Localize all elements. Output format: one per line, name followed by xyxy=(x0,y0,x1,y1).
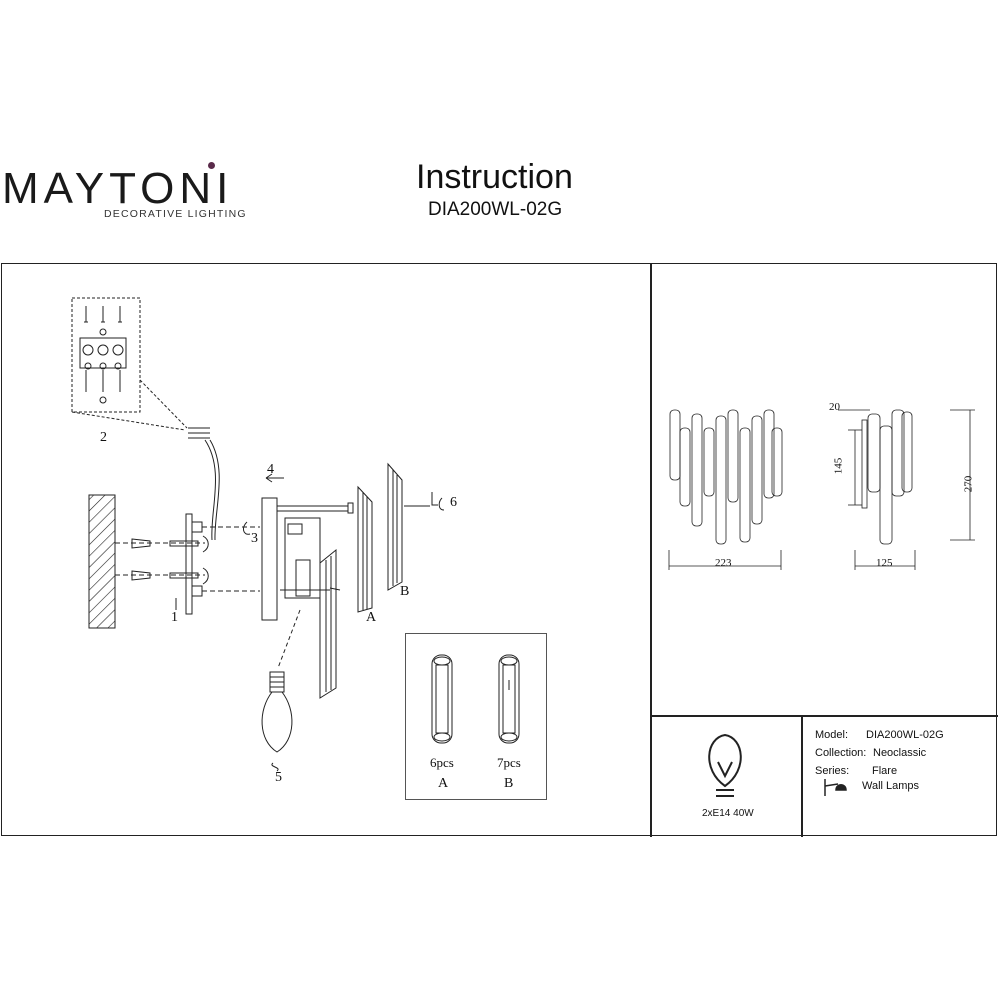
divider-vertical xyxy=(650,263,652,837)
brand-logo: MAYTONI xyxy=(2,164,234,213)
callout-5: 5 xyxy=(275,770,282,785)
crystal-plate-a xyxy=(357,485,373,613)
category-label: Wall Lamps xyxy=(862,780,920,792)
collection-value: Neoclassic xyxy=(873,747,927,759)
front-view xyxy=(668,409,783,570)
side-view xyxy=(838,409,975,570)
callout-2: 2 xyxy=(100,430,107,445)
page-title: Instruction xyxy=(416,158,573,196)
mounting-bracket xyxy=(175,513,260,615)
dim-height: 270 xyxy=(962,475,975,493)
bulb xyxy=(261,609,301,772)
dim-front-width: 223 xyxy=(715,557,732,569)
model-code: DIA200WL-02G xyxy=(428,199,563,220)
dim-plate-offset: 20 xyxy=(829,401,840,413)
logo-dot xyxy=(208,162,215,169)
callout-4: 4 xyxy=(267,462,274,477)
instruction-frame xyxy=(1,263,997,836)
part-a-letter: A xyxy=(438,776,449,791)
model-value: DIA200WL-02G xyxy=(866,729,944,741)
parts-box xyxy=(405,633,547,800)
wall-lamp-icon xyxy=(824,779,847,796)
dim-side-depth: 125 xyxy=(876,557,893,569)
part-b-letter: B xyxy=(504,776,514,791)
divider-horizontal xyxy=(650,715,998,717)
plate-label-b: B xyxy=(400,584,410,599)
brand-tagline: DECORATIVE LIGHTING xyxy=(104,208,247,220)
lamp-spec: 2xE14 40W xyxy=(702,808,754,819)
crystal-plate-lower xyxy=(319,548,337,699)
part-b-qty: 7pcs xyxy=(497,755,521,770)
wall-hatch xyxy=(88,494,116,629)
callout-3: 3 xyxy=(251,531,258,546)
part-b-icon xyxy=(498,654,520,744)
dim-mount-height: 145 xyxy=(832,457,845,475)
collection-label: Collection: xyxy=(815,747,867,759)
callout-6: 6 xyxy=(450,495,457,510)
series-label: Series: xyxy=(815,765,850,777)
callout-1: 1 xyxy=(171,610,178,625)
plate-label-a: A xyxy=(366,610,377,625)
part-a-icon xyxy=(431,654,453,744)
series-value: Flare xyxy=(872,765,898,777)
divider-spec xyxy=(801,715,803,837)
model-label: Model: xyxy=(815,729,849,741)
wall-anchors xyxy=(115,535,209,585)
bulb-symbol-icon xyxy=(708,733,742,797)
crystal-plate-b xyxy=(387,462,403,591)
canopy xyxy=(261,473,354,621)
part-a-qty: 6pcs xyxy=(430,755,454,770)
terminal-block-detail xyxy=(71,297,188,431)
